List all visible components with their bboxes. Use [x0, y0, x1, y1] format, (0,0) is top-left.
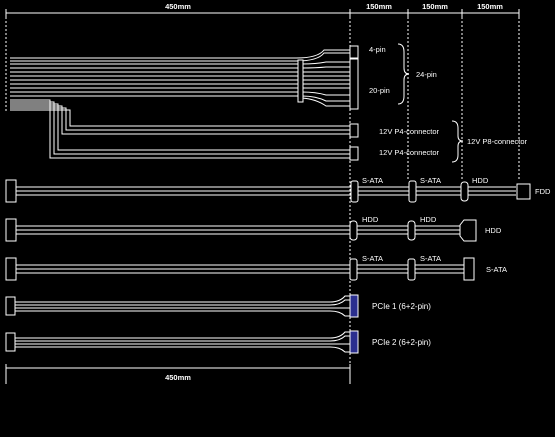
atx-strain-relief: [297, 59, 304, 103]
label-24pin: 24-pin: [416, 70, 437, 79]
cable-2: HDD HDD HDD: [5, 215, 502, 242]
brace-24pin: [397, 43, 410, 105]
bottom-dimension-ruler: [5, 364, 351, 384]
cable-5: PCIe 2 (6+2-pin): [5, 330, 431, 354]
cable-1-label-2: S-ATA: [420, 176, 441, 185]
cable-4: PCIe 1 (6+2-pin): [5, 294, 431, 318]
dim-top-seg3-label: 150mm: [477, 2, 503, 11]
label-p8: 12V P8-connector: [467, 137, 528, 146]
atx-cable-bundle: [10, 49, 350, 159]
dim-bottom-main-label: 450mm: [165, 373, 191, 382]
label-p4-a: 12V P4-connector: [379, 127, 440, 136]
cable-3-label-1: S-ATA: [362, 254, 383, 263]
cable-5-label-1: PCIe 2 (6+2-pin): [372, 338, 431, 347]
cable-4-label-1: PCIe 1 (6+2-pin): [372, 302, 431, 311]
cable-3: S-ATA S-ATA S-ATA: [5, 254, 507, 281]
cable-2-hdd-connector-2: [407, 220, 416, 241]
cable-1: S-ATA S-ATA HDD FDD: [5, 176, 551, 203]
cable-3-sata-connector-3: [463, 257, 475, 281]
cable-3-sata-connector-2: [407, 258, 416, 281]
atx-4pin-connector: [349, 45, 359, 59]
cable-4-pcie-connector: [349, 294, 359, 318]
dim-top-seg1-label: 150mm: [366, 2, 392, 11]
p4-connector-b: [349, 146, 359, 161]
cable-5-pcie-connector: [349, 330, 359, 354]
brace-p8: [451, 120, 464, 163]
top-dimension-ruler: [5, 9, 520, 17]
cable-2-label-3: HDD: [485, 226, 502, 235]
label-p4-b: 12V P4-connector: [379, 148, 440, 157]
atx-20pin-connector: [349, 58, 359, 110]
cable-3-psu-plug: [5, 257, 17, 281]
cable-3-label-3: S-ATA: [486, 265, 507, 274]
cable-1-sata-connector-1: [350, 180, 359, 203]
label-20pin: 20-pin: [369, 86, 390, 95]
dim-top-main-label: 450mm: [165, 2, 191, 11]
cable-2-hdd-connector-3: [459, 219, 477, 242]
cable-4-psu-plug: [5, 296, 16, 316]
cable-5-psu-plug: [5, 332, 16, 352]
cable-1-label-4: FDD: [535, 187, 551, 196]
cable-1-sata-connector-2: [408, 180, 417, 203]
cable-3-sata-connector-1: [349, 258, 358, 281]
cable-3-label-2: S-ATA: [420, 254, 441, 263]
cable-2-psu-plug: [5, 218, 17, 242]
cable-2-label-1: HDD: [362, 215, 379, 224]
dim-top-seg2-label: 150mm: [422, 2, 448, 11]
cable-1-label-1: S-ATA: [362, 176, 383, 185]
p4-connector-a: [349, 123, 359, 138]
label-4pin: 4-pin: [369, 45, 386, 54]
cable-2-hdd-connector-1: [349, 220, 358, 241]
cable-2-label-2: HDD: [420, 215, 437, 224]
cable-1-hdd-connector: [460, 181, 469, 202]
cable-1-psu-plug: [5, 179, 17, 203]
cable-1-fdd-connector: [516, 183, 531, 200]
cable-1-label-3: HDD: [472, 176, 489, 185]
